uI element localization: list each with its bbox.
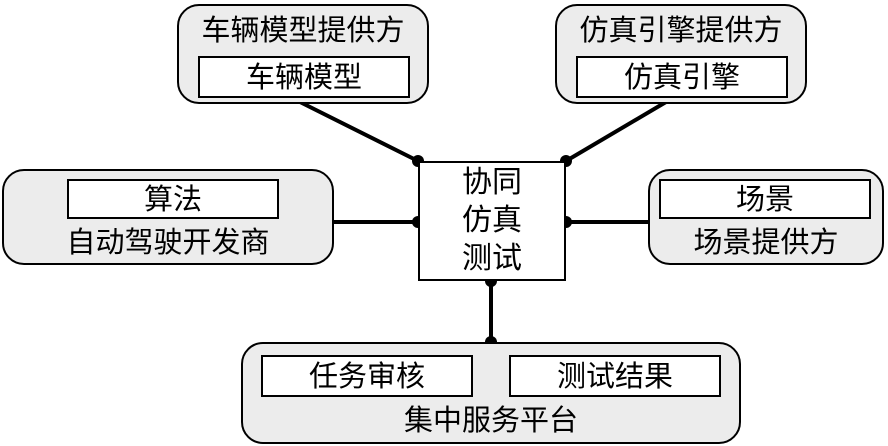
scenario-provider-title: 场景提供方	[693, 225, 839, 259]
center-line-2: 仿真	[462, 203, 522, 238]
collaborative-simulation-test-box: 协同 仿真 测试	[418, 161, 566, 281]
vehicle-model-provider-title: 车辆模型提供方	[201, 13, 405, 47]
vehicle-model-box: 车辆模型	[198, 56, 410, 98]
center-line-1: 协同	[462, 165, 522, 200]
central-service-platform-group: 任务审核 测试结果 集中服务平台	[241, 342, 741, 444]
simulation-engine-box: 仿真引擎	[576, 56, 788, 98]
link-vehicle-provider	[298, 100, 420, 163]
test-results-box: 测试结果	[509, 355, 721, 397]
autonomous-driving-developer-group: 算法 自动驾驶开发商	[2, 169, 334, 265]
link-engine-provider	[564, 100, 668, 163]
central-service-platform-title: 集中服务平台	[403, 403, 578, 437]
simulation-engine-provider-group: 仿真引擎提供方 仿真引擎	[555, 4, 807, 104]
simulation-engine-provider-title: 仿真引擎提供方	[579, 13, 783, 47]
scenario-box: 场景	[659, 179, 871, 219]
algorithm-box: 算法	[67, 179, 279, 219]
center-line-3: 测试	[462, 241, 522, 276]
autonomous-driving-developer-title: 自动驾驶开发商	[66, 225, 270, 259]
scenario-provider-group: 场景 场景提供方	[648, 169, 884, 265]
task-review-box: 任务审核	[261, 355, 473, 397]
vehicle-model-provider-group: 车辆模型提供方 车辆模型	[177, 4, 429, 104]
